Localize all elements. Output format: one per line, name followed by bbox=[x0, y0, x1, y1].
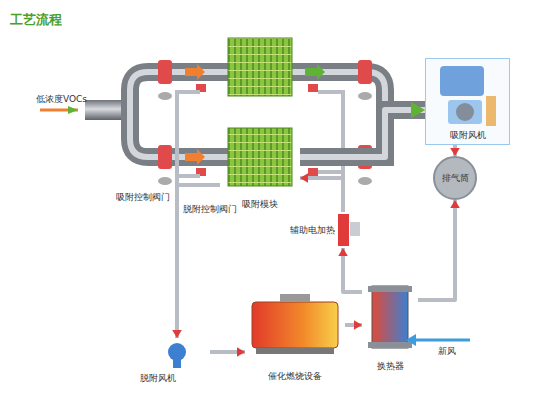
equipment-node: 脱附风机 bbox=[140, 338, 210, 384]
flow-connector bbox=[345, 323, 362, 327]
equipment-label: 排气筒 bbox=[442, 173, 469, 184]
flow-connector bbox=[210, 350, 245, 354]
equipment-node: 辅助电加热 bbox=[290, 212, 365, 248]
flow-connector bbox=[300, 110, 425, 157]
catalytic-combustor-graphic bbox=[252, 294, 338, 354]
desorption-fan-graphic bbox=[168, 343, 186, 368]
part-label: 低浓度VOCs bbox=[36, 94, 87, 105]
part-label: 吸附控制阀门 bbox=[116, 192, 170, 203]
equipment-label: 辅助电加热 bbox=[290, 225, 335, 236]
flow-connector bbox=[343, 248, 362, 292]
equipment-label: 换热器 bbox=[377, 361, 404, 372]
heater-graphic bbox=[338, 214, 360, 246]
equipment-label: 吸附模块 bbox=[242, 199, 278, 210]
flow-connector bbox=[300, 178, 343, 212]
equipment-node: 吸附风机 bbox=[425, 58, 510, 145]
adsorption-modules bbox=[228, 38, 292, 186]
part-label: 脱附控制阀门 bbox=[183, 204, 237, 215]
equipment-node: 排气筒 bbox=[433, 156, 477, 200]
equipment-node: 换热器 bbox=[362, 283, 418, 372]
flow-connector bbox=[418, 200, 455, 300]
part-label: 新风 bbox=[438, 346, 456, 357]
equipment-label: 吸附风机 bbox=[450, 130, 486, 141]
equipment-label: 脱附风机 bbox=[140, 373, 176, 384]
equipment-node: 催化燃烧设备 bbox=[245, 294, 345, 382]
flow-arrows bbox=[40, 64, 325, 165]
diagram-title: 工艺流程 bbox=[10, 12, 62, 28]
flow-connector bbox=[453, 145, 457, 156]
desorption-lines bbox=[177, 92, 343, 186]
equipment-node: 吸附模块 bbox=[220, 128, 300, 210]
equipment-label: 催化燃烧设备 bbox=[268, 371, 322, 382]
pipe-body bbox=[300, 110, 425, 157]
